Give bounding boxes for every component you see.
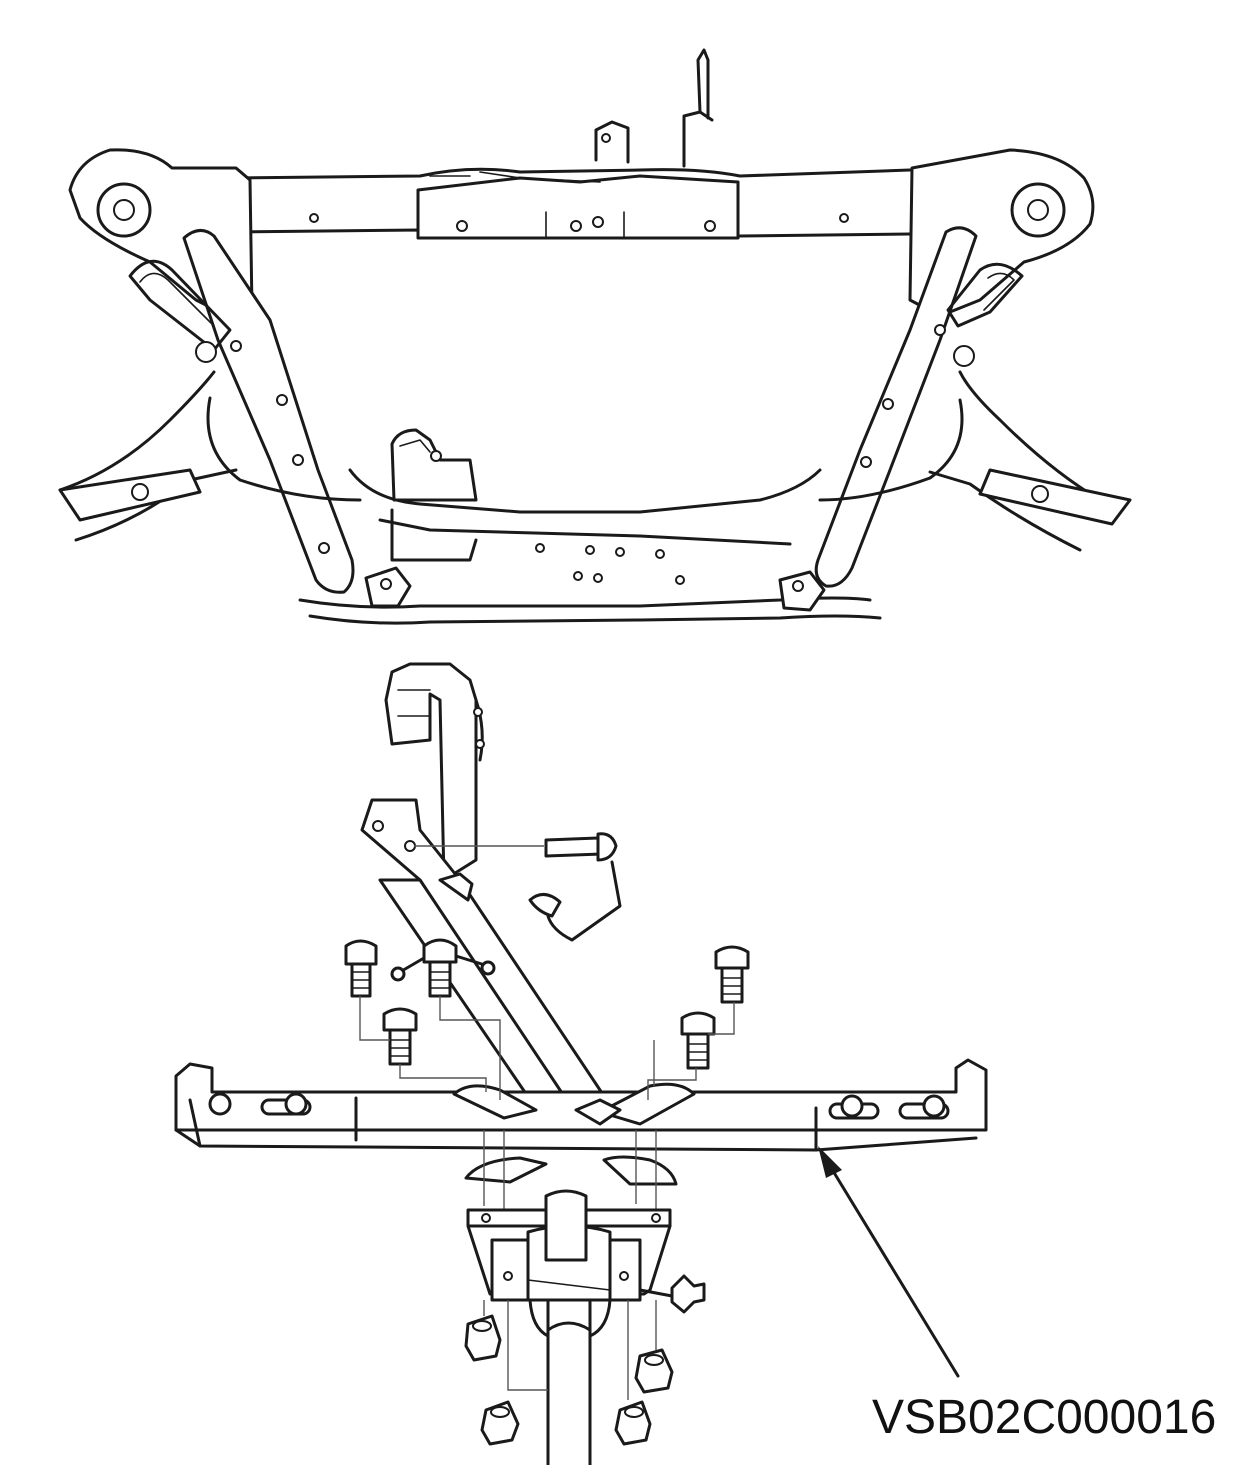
- bolt: [680, 1011, 716, 1070]
- alignment-guides: [483, 1130, 657, 1210]
- bolt-set: [344, 938, 750, 1100]
- top-bracket: [594, 48, 714, 168]
- nut: [464, 1314, 502, 1362]
- callout-arrow: [818, 1146, 960, 1378]
- hook-arm: [384, 662, 485, 882]
- bolt: [390, 938, 496, 998]
- rear-crossmember: [228, 167, 912, 240]
- left-side-member: [58, 148, 362, 594]
- nut: [634, 1348, 674, 1394]
- locking-pin: [414, 832, 622, 942]
- bolt: [382, 1007, 418, 1066]
- nut-set: [464, 1300, 674, 1446]
- jack-adapter: [466, 1189, 706, 1465]
- bolt: [344, 939, 378, 998]
- subframe: [58, 48, 1132, 625]
- cross-bar: [174, 1058, 988, 1186]
- support-fixture: [174, 662, 988, 1465]
- figure-code-label: VSB02C000016: [872, 1391, 1217, 1444]
- front-crossmember: [298, 428, 882, 625]
- right-side-member: [814, 148, 1132, 588]
- nut: [614, 1400, 652, 1446]
- nut: [480, 1400, 520, 1446]
- bolt: [714, 945, 750, 1004]
